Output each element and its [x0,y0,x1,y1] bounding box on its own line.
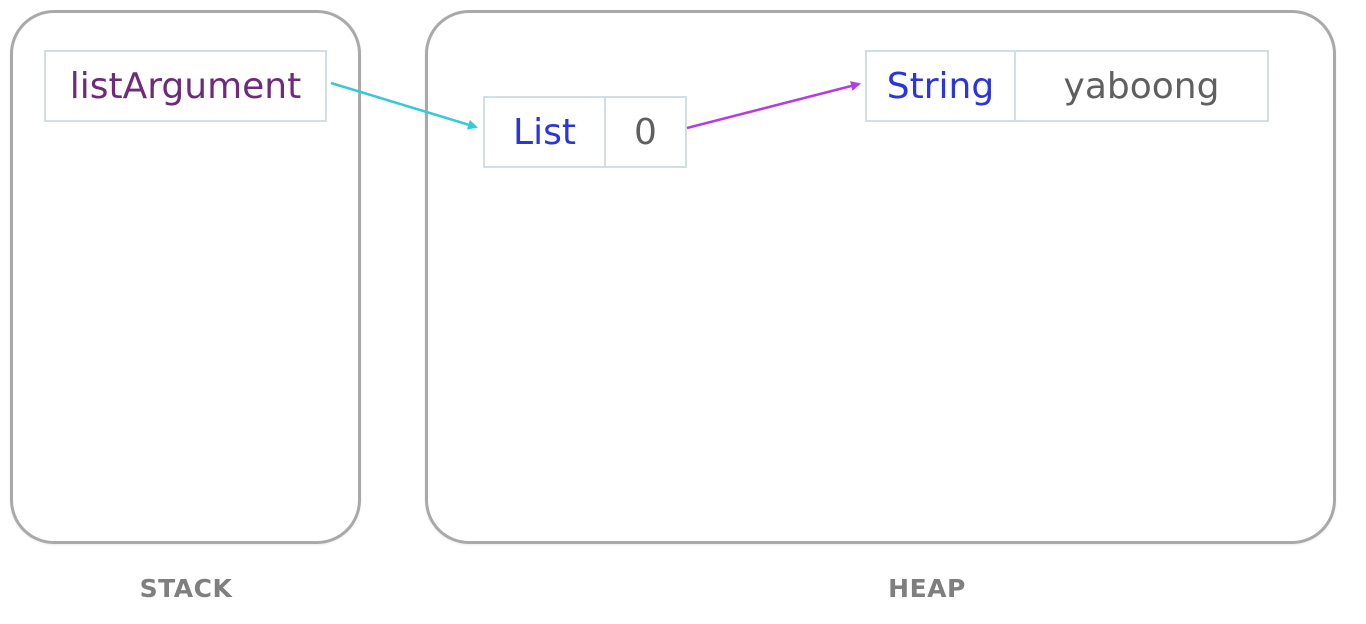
heap-list-type-cell: List [483,96,606,168]
stack-variable-listArgument: listArgument [44,50,327,122]
heap-label: HEAP [888,574,966,603]
heap-string-type-cell: String [865,50,1016,122]
heap-list-type-label: List [513,111,576,153]
heap-string-type-label: String [886,65,995,107]
heap-string-value-cell: yaboong [1014,50,1269,122]
stack-label: STACK [139,574,233,603]
stack-variable-label: listArgument [69,65,302,107]
heap-string-value-label: yaboong [1063,65,1220,107]
heap-list-item-label: 0 [634,111,657,153]
heap-list-item-cell: 0 [604,96,687,168]
